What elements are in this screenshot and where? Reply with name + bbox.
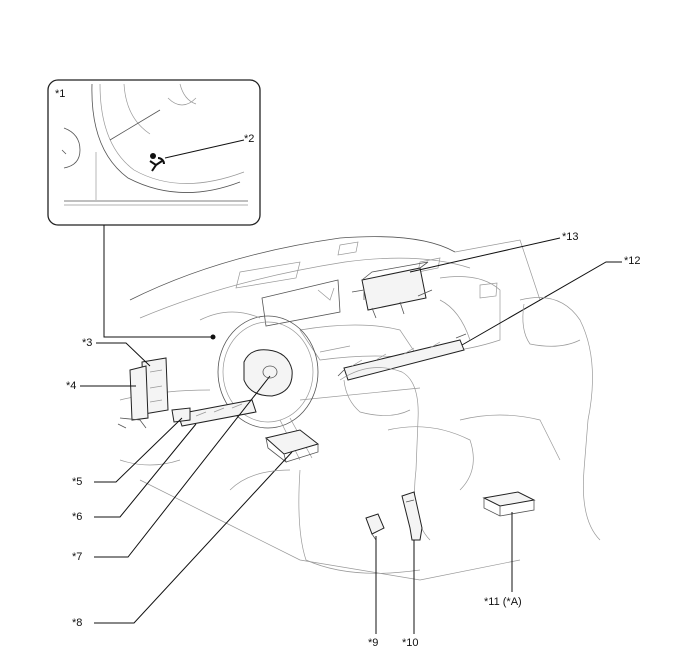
callout-6: *6 (72, 511, 82, 523)
inset-label: *1 (55, 88, 65, 100)
component-11-module (482, 491, 536, 517)
component-9 (365, 513, 385, 541)
component-3-detail (149, 369, 163, 403)
component-4 (129, 365, 149, 421)
small-gauge (63, 127, 81, 169)
driver-seat-cushion (298, 469, 421, 574)
leader-6 (94, 423, 197, 518)
floor-line (139, 479, 521, 581)
airbag-sensor-assembly (264, 429, 320, 464)
gauge-inner-arc (99, 83, 245, 184)
ecu-sides (265, 437, 319, 464)
display-detail (317, 287, 335, 301)
dash-vent (337, 241, 359, 256)
callout-8: *8 (72, 617, 82, 629)
a-pillar (454, 239, 541, 301)
seat-belt-buckle (401, 491, 423, 541)
callout-9: *9 (368, 637, 378, 649)
gauge-hub-edge (179, 83, 197, 105)
console-line (319, 345, 351, 353)
callout-3: *3 (82, 337, 92, 349)
defrost-vent (235, 261, 301, 289)
callout-13: *13 (562, 231, 579, 243)
passenger-airbag-top (361, 261, 429, 281)
floor-left (119, 459, 181, 466)
steering-pad (243, 349, 293, 397)
knee-airbag-detail (195, 403, 243, 417)
passenger-vent (479, 282, 498, 299)
steering-wheel (217, 315, 319, 461)
gauge-outer-arc (91, 83, 241, 193)
passenger-headrest (522, 303, 581, 347)
console-lower (299, 387, 421, 401)
console-armrest (387, 426, 474, 491)
gauge-hub (167, 97, 197, 106)
callout-12: *12 (624, 255, 641, 267)
component-9-connector (371, 533, 377, 541)
buckle-body (401, 491, 423, 541)
leader-2 (164, 139, 245, 159)
gauge-face-edge (123, 83, 151, 135)
passenger-seat-cushion (459, 414, 561, 461)
front-passenger-knee-airbag (337, 333, 467, 381)
module-top (482, 491, 536, 507)
front-seats (229, 297, 601, 574)
dash-top-2 (139, 257, 471, 319)
driver-knee-airbag (171, 399, 257, 427)
inset-leader-dot (210, 334, 216, 340)
combination-meter-inset: *1 *2 (47, 79, 261, 226)
module-sides (483, 498, 535, 517)
callout-5: *5 (72, 476, 82, 488)
front-passenger-airbag-assembly (351, 261, 433, 319)
callout-2: *2 (244, 133, 254, 145)
passenger-airbag-brackets (351, 289, 433, 319)
passenger-airbag-body (361, 267, 427, 311)
cluster-hood (199, 311, 261, 321)
callout-10: *10 (402, 637, 419, 649)
steering-emblem (262, 365, 278, 379)
airbag-warning-icon (149, 153, 165, 172)
knee-airbag-ends (337, 333, 467, 377)
leader-8 (94, 451, 293, 624)
inset-frame (47, 79, 261, 226)
driver-side-sensor-assembly (117, 357, 169, 429)
passenger-seat-back (519, 297, 601, 541)
steering-wheel-rim (217, 315, 319, 429)
dash-top (129, 236, 456, 301)
knee-airbag-ribs (351, 341, 441, 367)
callout-7: *7 (72, 551, 82, 563)
component-9-body (365, 513, 385, 535)
gauge-needle (109, 109, 161, 141)
callout-4: *4 (66, 380, 76, 392)
callout-11: *11 (*A) (484, 596, 522, 608)
buckle-button (405, 499, 415, 503)
center-display (261, 279, 341, 327)
leader-12 (461, 261, 622, 346)
leader-5 (94, 417, 183, 483)
leader-3 (96, 342, 151, 367)
leader-13 (409, 237, 561, 273)
component-4-bracket (117, 417, 147, 429)
component-5 (171, 407, 191, 423)
ecu-top (264, 429, 320, 455)
driver-headrest-base (343, 379, 411, 416)
small-gauge-needle (61, 149, 67, 155)
leader-7 (94, 375, 271, 558)
inset-leader (103, 225, 213, 338)
passenger-seat-edge (439, 299, 471, 341)
driver-seat-side (229, 469, 291, 491)
steering-wheel-rim-inner (222, 321, 314, 423)
